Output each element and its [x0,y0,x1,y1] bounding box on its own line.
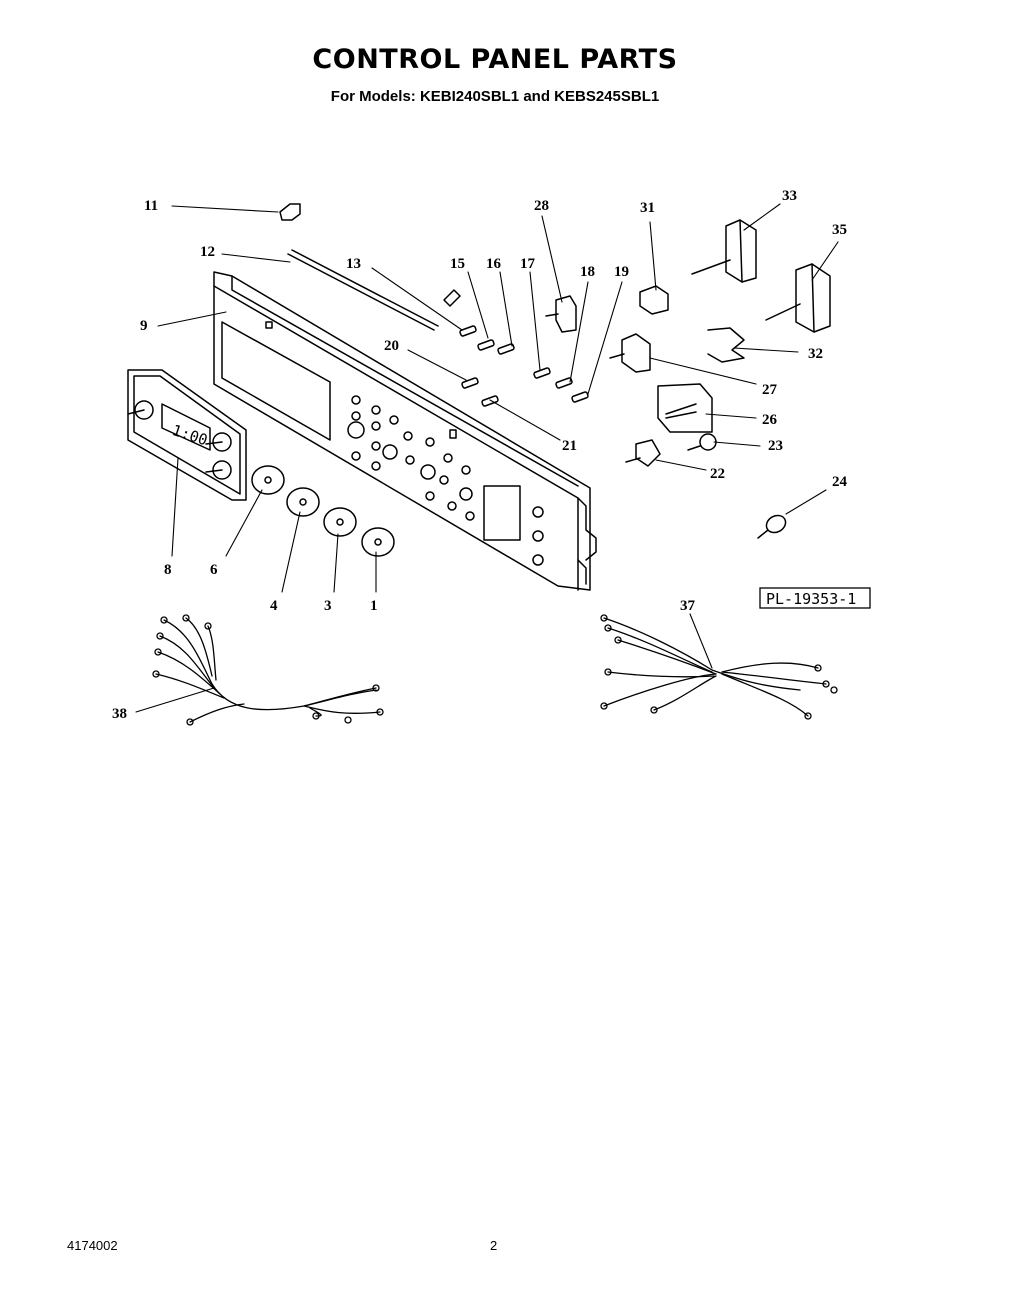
callout-18: 18 [580,264,595,280]
bracket-31-part [639,285,669,315]
pushbutton-parts [443,289,589,407]
switch-27-part [609,333,651,373]
switch-26-part [657,383,713,433]
plate-reference-text: PL-19353-1 [766,590,856,608]
plate-reference-box: PL-19353-1 [759,587,871,609]
knob-6 [251,465,285,495]
callout-3: 3 [324,598,332,614]
callout-35: 35 [832,222,847,238]
lamp-24-part [757,514,787,539]
bracket-32-part [707,327,745,363]
callout-15: 15 [450,256,465,272]
knob-3 [323,507,357,537]
callout-12: 12 [200,244,215,260]
wire-harness-37 [600,614,838,720]
switch-33-part [691,219,757,283]
callout-16: 16 [486,256,502,272]
callout-38: 38 [112,706,127,722]
callout-23: 23 [768,438,783,454]
callout-21: 21 [562,438,577,454]
switch-28-part [545,295,577,333]
callout-9: 9 [140,318,148,334]
page-subtitle: For Models: KEBI240SBL1 and KEBS245SBL1 [330,88,660,105]
knob-1 [361,527,395,557]
callout-20: 20 [384,338,399,354]
clock-overlay-part [127,369,247,501]
callout-26: 26 [762,412,778,428]
wire-harness-38 [152,614,384,726]
callout-19: 19 [614,264,629,280]
callout-27: 27 [762,382,778,398]
callout-24: 24 [832,474,848,490]
callout-28: 28 [534,198,549,214]
page-title: CONTROL PANEL PARTS [312,44,678,75]
clip-part [279,203,301,221]
knob-4 [286,487,320,517]
callout-32: 32 [808,346,823,362]
switch-35-part [765,263,831,333]
callout-37: 37 [680,598,696,614]
page-number: 2 [490,1238,498,1253]
lamp-23-part [687,433,717,451]
callout-13: 13 [346,256,361,272]
rod-part [287,249,439,331]
control-panel-part [213,271,597,591]
document-number: 4174002 [67,1238,118,1253]
callout-6: 6 [210,562,218,578]
callout-1: 1 [370,598,378,614]
callout-4: 4 [270,598,278,614]
callout-22: 22 [710,466,725,482]
callout-8: 8 [164,562,172,578]
leader-lines [135,203,839,713]
switch-22-part [625,439,661,467]
callout-31: 31 [640,200,655,216]
callout-11: 11 [144,198,158,214]
callout-33: 33 [782,188,797,204]
callout-17: 17 [520,256,536,272]
